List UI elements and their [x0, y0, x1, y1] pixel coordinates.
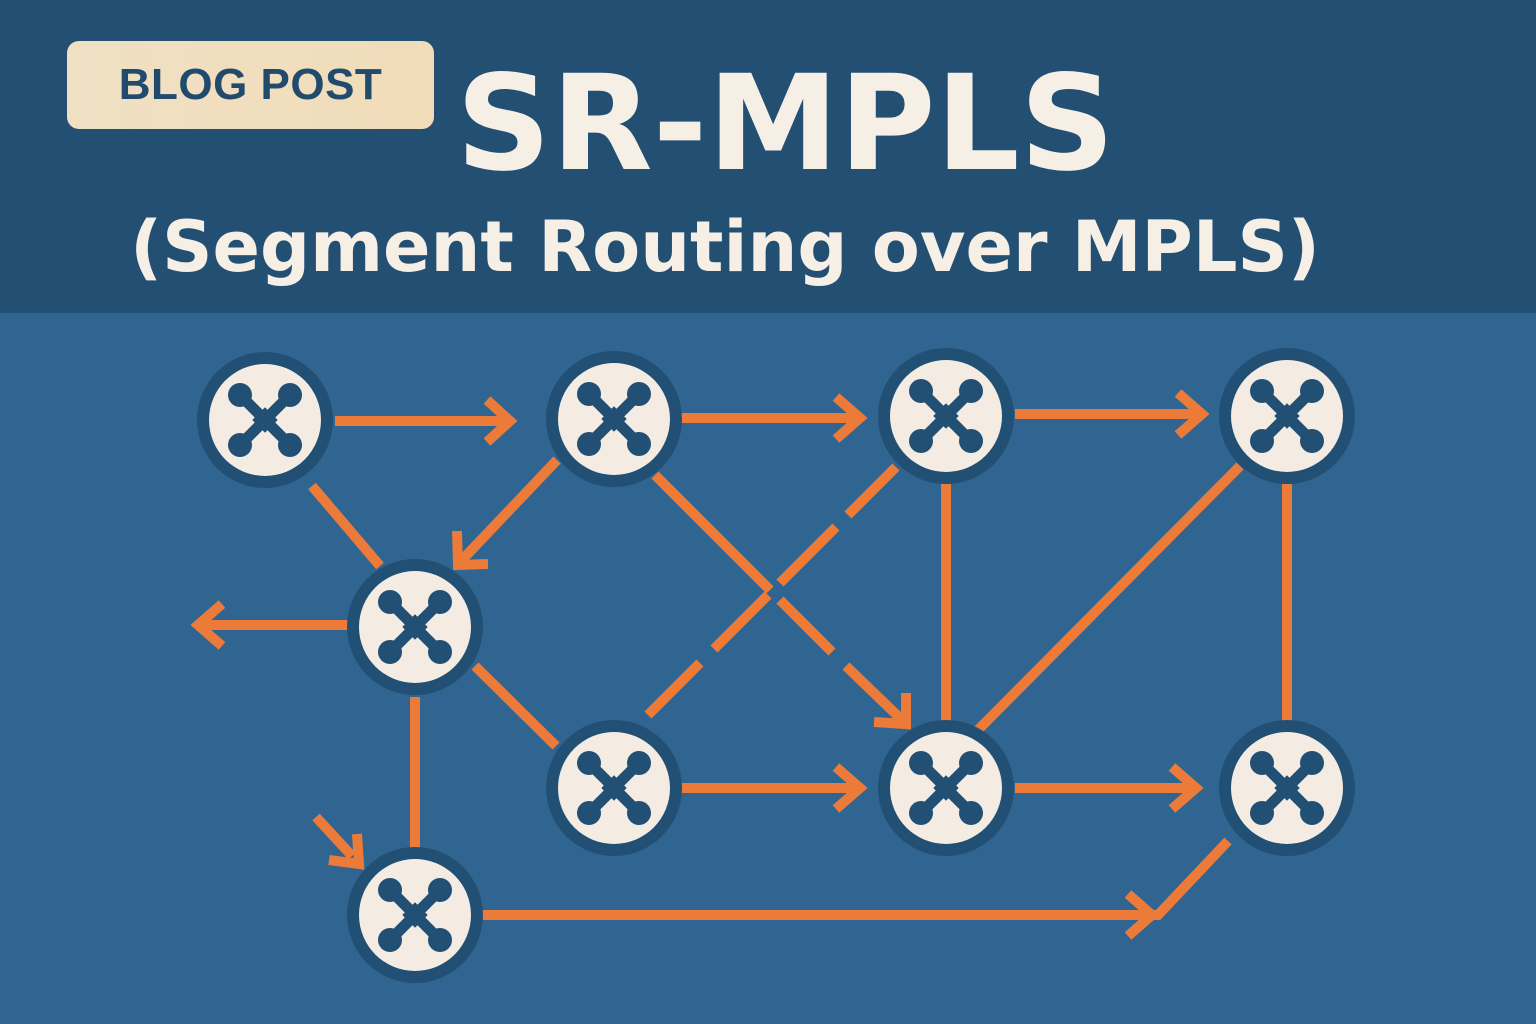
arrowhead-n2-n7: [873, 693, 911, 730]
link-n2-n5: [458, 456, 561, 564]
link-n6-n3-dash-c: [776, 523, 840, 587]
arrowhead-n9-n8: [1124, 890, 1160, 940]
router-icon: [878, 348, 1014, 484]
link-n6-n3-dash-a: [644, 659, 704, 719]
router-icon: [1219, 720, 1355, 856]
router-icon: [197, 352, 333, 488]
arrowhead-n2-n5: [452, 530, 489, 571]
arrowhead-outside-n9: [328, 833, 365, 870]
link-outside-n9: [312, 813, 356, 860]
badge-label: BLOG POST: [118, 60, 383, 109]
arrowhead-n3-n4: [1174, 389, 1210, 439]
link-n6-n3-dash-d: [844, 463, 900, 519]
link-n5-n6: [471, 662, 560, 750]
link-n6-n3-dash-b: [710, 591, 772, 653]
header-banner: BLOG POST SR-MPLS (Segment Routing over …: [0, 0, 1536, 313]
link-n2-n7-dash-b: [842, 662, 906, 724]
link-n2-n7-dash-a: [776, 596, 836, 656]
link-n1-n5: [308, 482, 384, 570]
router-icon: [546, 351, 682, 487]
link-n2-n7: [651, 471, 774, 594]
link-n4-n7: [972, 462, 1244, 736]
arrowhead-n7-n8: [1168, 763, 1204, 813]
page-subtitle: (Segment Routing over MPLS): [130, 206, 1320, 288]
router-icon: [1219, 348, 1355, 484]
arrowhead-n1-n2: [483, 396, 518, 446]
router-icon: [347, 847, 483, 983]
blog-post-badge: BLOG POST: [67, 41, 434, 129]
arrowhead-n5-outside: [190, 600, 226, 650]
router-icon: [347, 559, 483, 695]
arrowhead-n6-n7: [832, 763, 868, 813]
router-icon: [878, 720, 1014, 856]
arrowhead-n2-n3: [832, 393, 868, 443]
router-icon: [546, 720, 682, 856]
page-title: SR-MPLS: [456, 47, 1115, 201]
